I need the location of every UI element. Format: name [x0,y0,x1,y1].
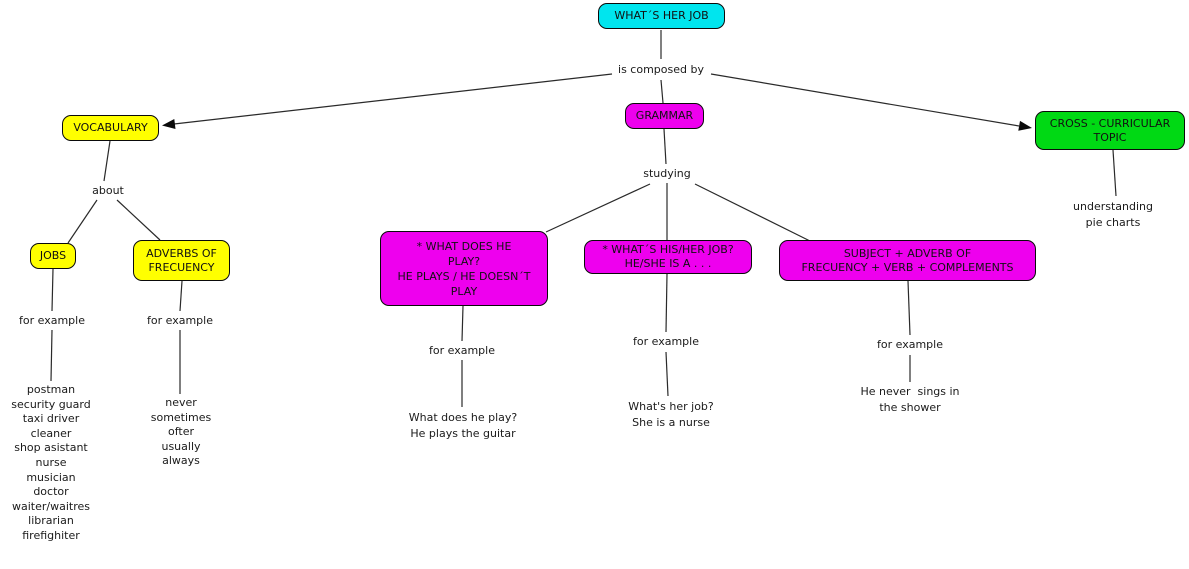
node-whats-his-her-job[interactable]: * WHAT´S HIS/HER JOB? HE/SHE IS A . . . [584,240,752,274]
play-example-text[interactable]: What does he play? He plays the guitar [408,411,518,440]
edge-forexample-jobexample [665,351,669,397]
node-what-does-he-play[interactable]: * WHAT DOES HE PLAY? HE PLAYS / HE DOESN… [380,231,548,306]
edge-grammar-studying [663,128,667,165]
jobs-examples-list[interactable]: postman security guard taxi driver clean… [11,383,91,542]
edge-composed-grammar [660,79,664,104]
adverbs-examples-list[interactable]: never sometimes ofter usually always [150,396,212,468]
node-vocabulary[interactable]: VOCABULARY [62,115,159,141]
pie-charts-text[interactable]: understanding pie charts [1073,200,1153,229]
edge-about-jobs [67,199,98,244]
edge-composed-vocabulary [173,73,613,125]
edge-studying-structure [694,183,811,242]
link-label-studying[interactable]: studying [643,167,691,180]
edge-qjob-forexample [665,273,668,333]
edge-vocabulary-about [103,140,111,182]
link-label-for-example-adverbs[interactable]: for example [147,314,213,327]
link-label-is-composed-by[interactable]: is composed by [618,63,704,76]
node-subject-adverb-structure[interactable]: SUBJECT + ADVERB OF FRECUENCY + VERB + C… [779,240,1036,281]
arrowhead-vocabulary-icon [162,119,176,129]
link-label-for-example-play[interactable]: for example [429,344,495,357]
structure-example-text[interactable]: He never sings in the shower [860,385,960,414]
edge-composed-cross [710,73,1020,127]
arrowhead-cross-icon [1018,120,1032,131]
edge-adverbs-forexample [179,280,183,312]
node-whats-her-job[interactable]: WHAT´S HER JOB [598,3,725,29]
edge-forexample-jobslist [50,329,53,382]
edge-structure-forexample [907,280,911,336]
link-label-for-example-structure[interactable]: for example [877,338,943,351]
edge-studying-qplay [545,183,651,233]
node-adverbs-of-frecuency[interactable]: ADVERBS OF FRECUENCY [133,240,230,281]
link-label-about[interactable]: about [92,184,124,197]
link-label-for-example-jobs[interactable]: for example [19,314,85,327]
job-example-text[interactable]: What's her job? She is a nurse [628,400,714,429]
edge-qplay-forexample [461,305,464,342]
node-jobs[interactable]: JOBS [30,243,76,269]
link-label-for-example-job[interactable]: for example [633,335,699,348]
node-cross-curricular-topic[interactable]: CROSS - CURRICULAR TOPIC [1035,111,1185,150]
edge-jobs-forexample [51,268,54,312]
node-grammar[interactable]: GRAMMAR [625,103,704,129]
edge-about-adverbs [116,199,161,241]
edge-cross-pie [1112,149,1117,197]
